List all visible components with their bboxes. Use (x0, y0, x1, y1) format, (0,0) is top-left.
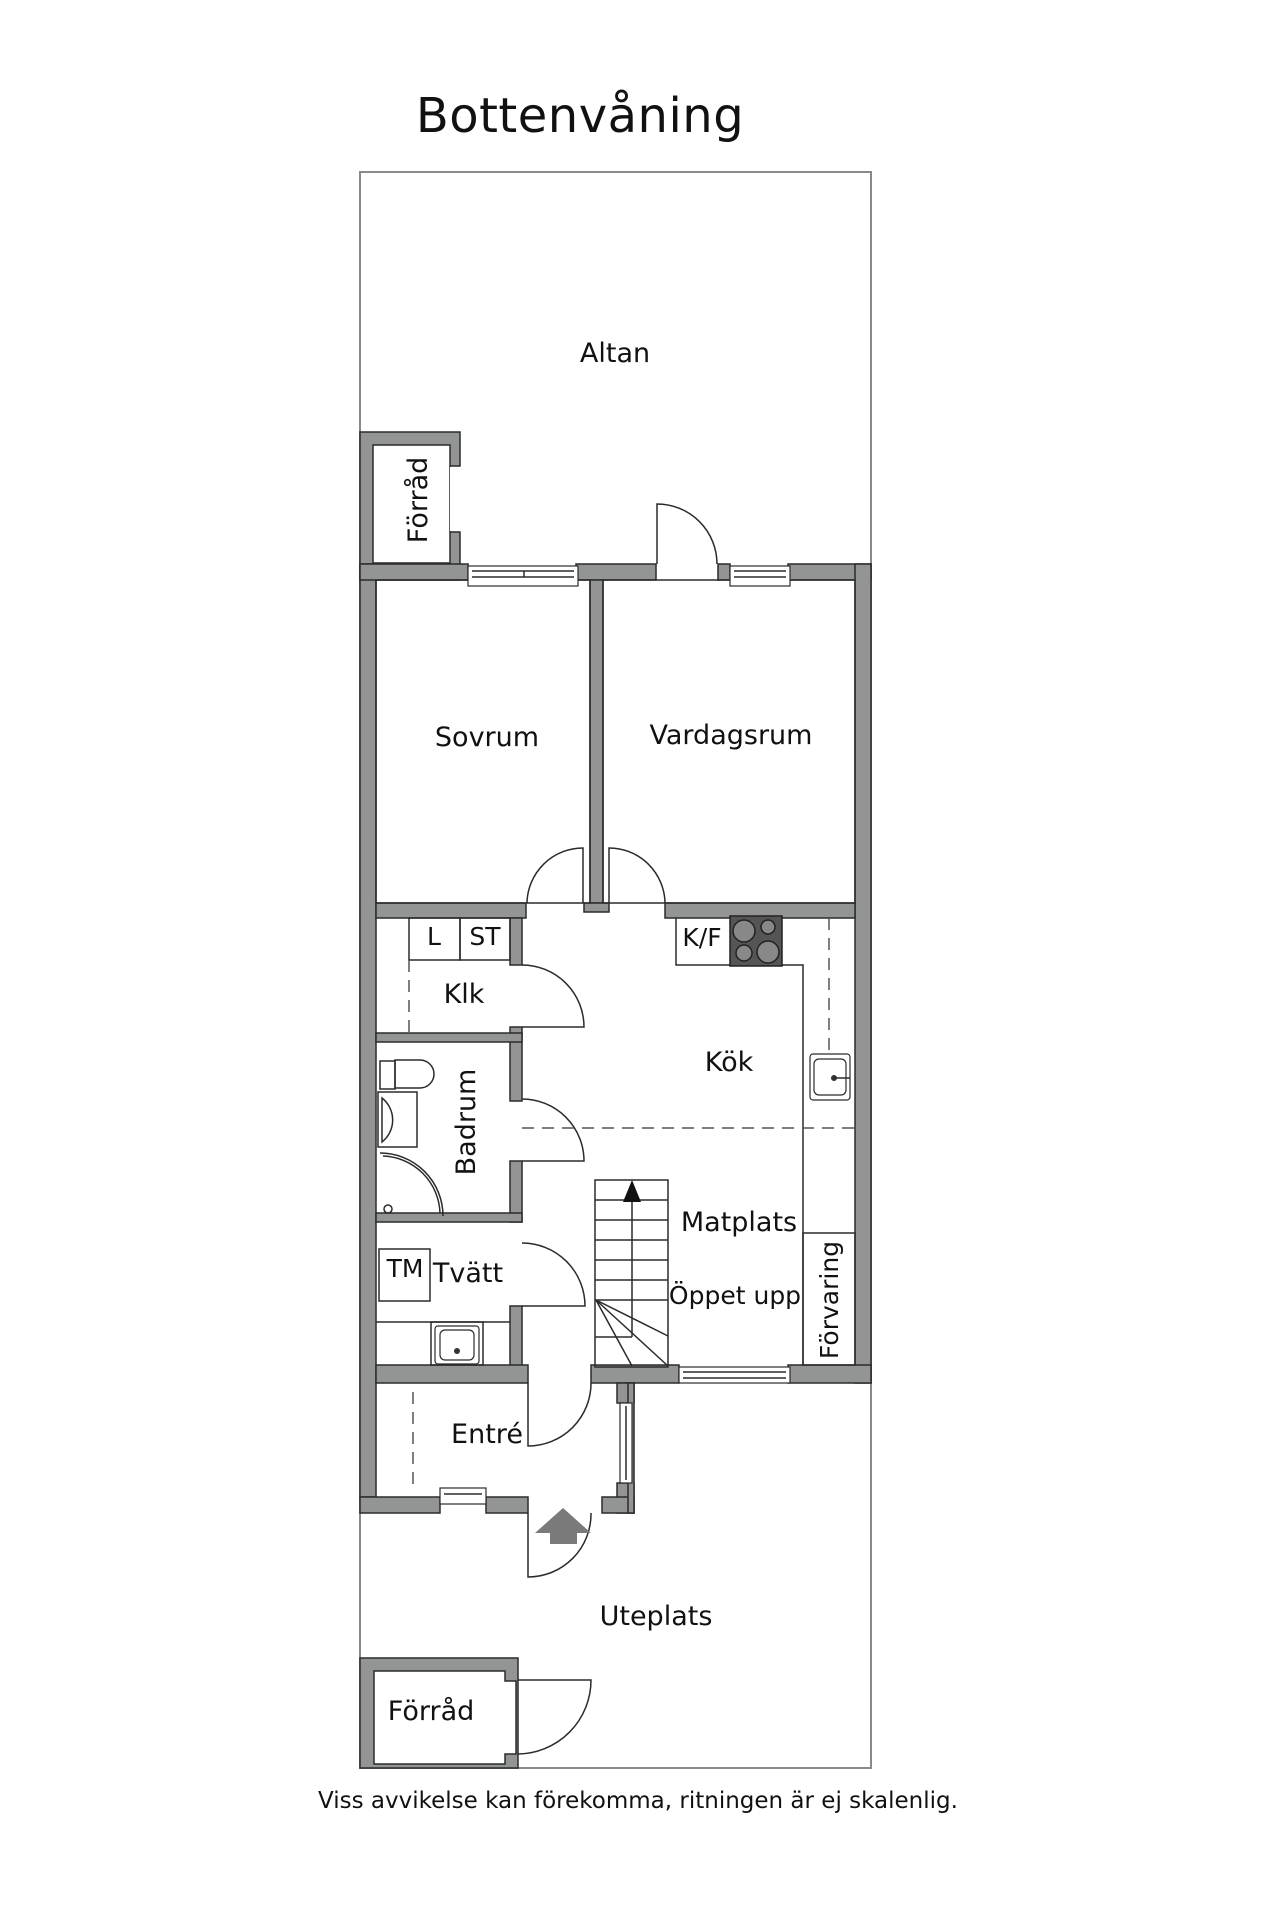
appliance-label-kf: K/F (682, 923, 721, 952)
entrance-arrow-icon (535, 1508, 591, 1544)
room-label-forvaring: Förvaring (815, 1241, 844, 1359)
room-label-forrad-bottom: Förråd (388, 1696, 475, 1727)
room-label-vardagsrum: Vardagsrum (650, 720, 813, 751)
room-label-altan: Altan (580, 338, 650, 369)
shower-icon (379, 1152, 444, 1217)
house-walls (359, 563, 872, 1514)
room-label-tvatt: Tvätt (432, 1258, 503, 1289)
room-label-entre: Entré (451, 1419, 523, 1450)
closet-label-st: ST (469, 922, 501, 951)
washbasin-icon (377, 1091, 418, 1148)
disclaimer-note: Viss avvikelse kan förekomma, ritningen … (318, 1788, 958, 1814)
room-label-kok: Kök (705, 1047, 754, 1078)
appliance-label-tm: TM (386, 1254, 424, 1283)
sink-icon (809, 1053, 851, 1101)
room-label-sovrum: Sovrum (435, 722, 539, 753)
stove-icon (729, 915, 783, 967)
toilet-icon (379, 1059, 435, 1090)
room-label-forrad-top: Förråd (403, 457, 434, 544)
laundry-fixtures (376, 1248, 510, 1366)
door-swing-icon (516, 503, 718, 1755)
room-label-klk: Klk (444, 979, 485, 1010)
closet-label-l: L (427, 922, 441, 951)
room-label-oppet-upp: Öppet upp (669, 1281, 801, 1310)
staircase (594, 1179, 669, 1368)
stair-arrow-icon (623, 1180, 641, 1202)
room-label-uteplats: Uteplats (600, 1601, 713, 1632)
site-boundary (359, 171, 872, 1769)
storage-top (359, 431, 462, 581)
storage-bottom (359, 1657, 519, 1769)
window-icon (439, 565, 791, 1505)
room-label-badrum: Badrum (451, 1069, 482, 1176)
floor-title: Bottenvåning (415, 88, 745, 144)
room-label-matplats: Matplats (681, 1207, 797, 1238)
closet-units (408, 917, 511, 1033)
